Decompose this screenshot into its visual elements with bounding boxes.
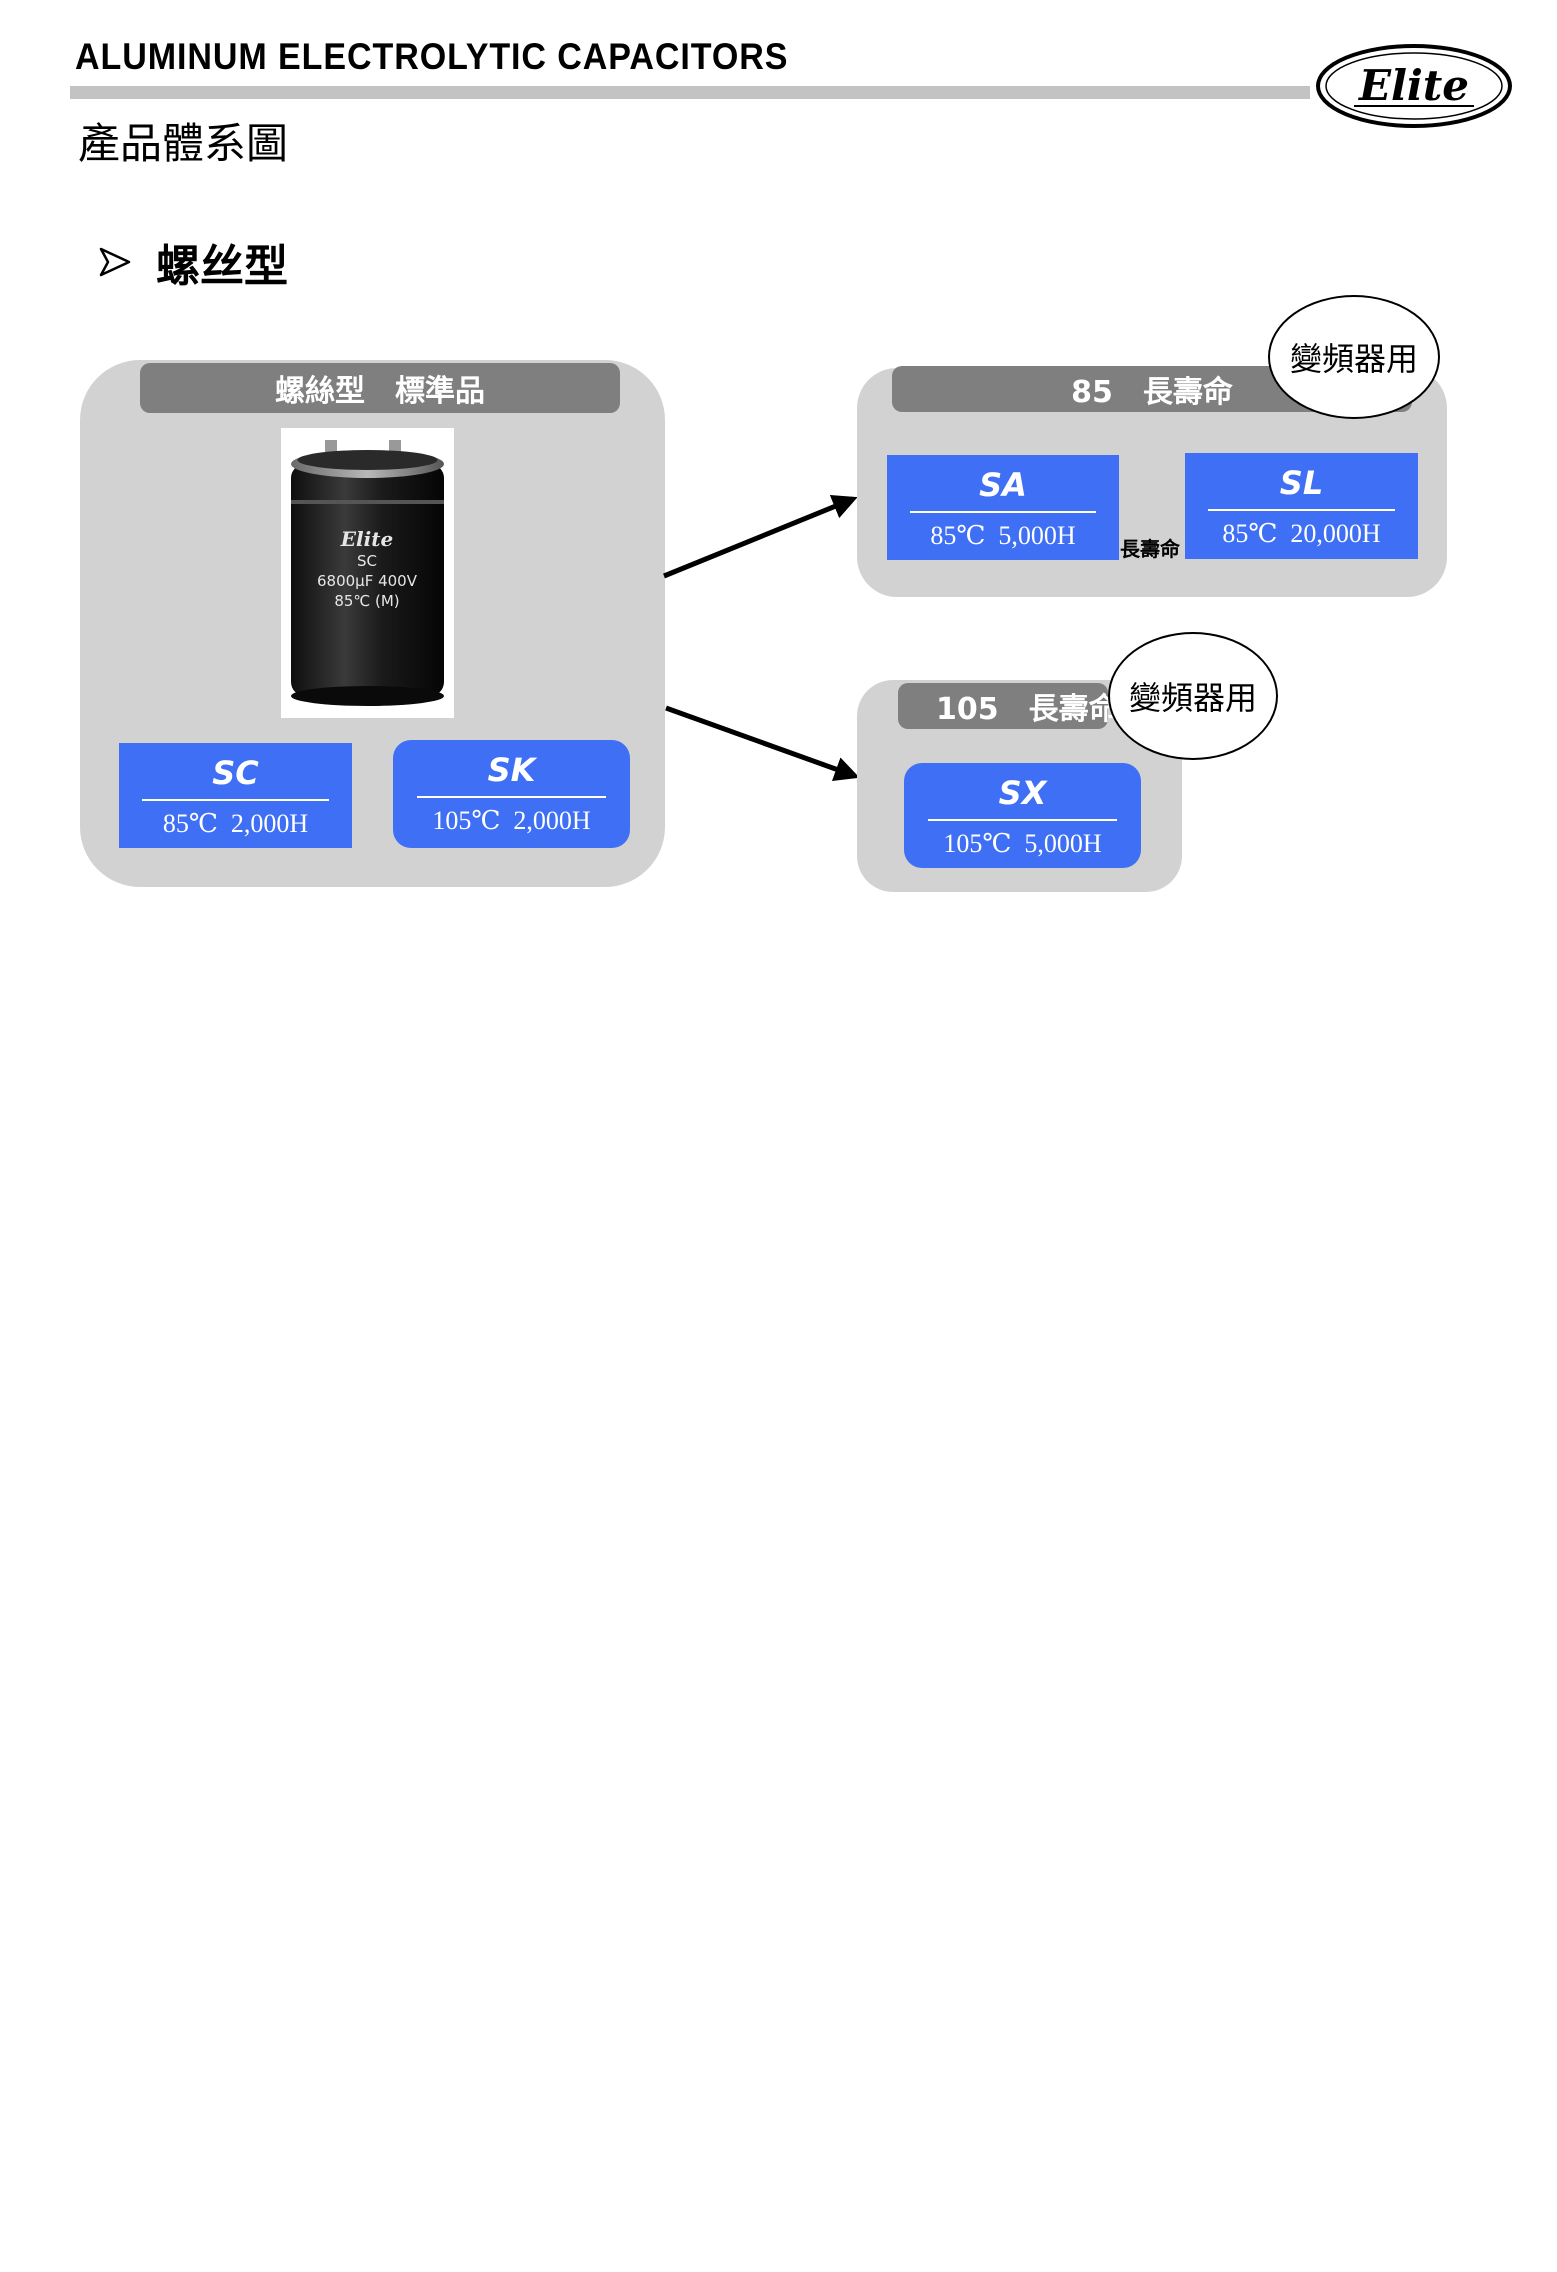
bullet-item: 螺丝型: [98, 232, 288, 292]
product-spec: 85℃ 5,000H: [930, 521, 1076, 550]
product-code: SC: [212, 754, 259, 792]
capacitor-rating: 6800µF 400V: [317, 572, 418, 590]
inverter-badge-85: 變頻器用: [1268, 295, 1440, 419]
product-spec: 105℃ 5,000H: [943, 829, 1102, 858]
product-sk: SK 105℃ 2,000H: [393, 740, 630, 848]
capacitor-image: Elite SC 6800µF 400V 85℃ (M): [291, 440, 444, 706]
product-divider: [1208, 509, 1395, 511]
product-spec: 85℃ 20,000H: [1222, 519, 1381, 548]
product-sl: SL 85℃ 20,000H: [1185, 453, 1418, 559]
section-title: 產品體系圖: [78, 119, 289, 168]
capacitor-photo: Elite SC 6800µF 400V 85℃ (M): [281, 428, 454, 718]
inverter-badge-105: 變頻器用: [1108, 632, 1278, 760]
product-code: SA: [979, 466, 1027, 504]
long-life-arrow-label: 長壽命: [1120, 537, 1180, 561]
header-rule: [70, 86, 1310, 99]
product-code: SL: [1279, 464, 1324, 502]
bullet-label: 螺丝型: [156, 241, 288, 292]
product-code: SX: [998, 774, 1047, 812]
arrow-to-105-group: [665, 705, 860, 781]
elite-logo: Elite: [1316, 44, 1512, 128]
product-divider: [910, 511, 1096, 513]
product-sx: SX 105℃ 5,000H: [904, 763, 1141, 868]
bullet-arrow-icon: [99, 247, 131, 277]
document-title: ALUMINUM ELECTROLYTIC CAPACITORS: [75, 36, 789, 77]
product-spec: 85℃ 2,000H: [162, 809, 309, 838]
product-divider: [927, 819, 1118, 821]
product-divider: [142, 799, 329, 801]
product-spec: 105℃ 2,000H: [432, 806, 591, 835]
logo-text: Elite: [1358, 61, 1469, 110]
product-sa: SA 85℃ 5,000H: [887, 455, 1119, 560]
product-sc: SC 85℃ 2,000H: [119, 743, 352, 848]
capacitor-temp: 85℃ (M): [334, 592, 399, 610]
arrow-to-85-group: [663, 494, 858, 579]
capacitor-brand: Elite: [340, 527, 393, 551]
capacitor-series: SC: [357, 552, 377, 570]
product-code: SK: [487, 751, 536, 789]
long-life-105-header: 105 長壽命: [898, 683, 1119, 729]
standard-group-header: 螺絲型 標準品: [140, 363, 620, 413]
product-divider: [416, 796, 607, 798]
